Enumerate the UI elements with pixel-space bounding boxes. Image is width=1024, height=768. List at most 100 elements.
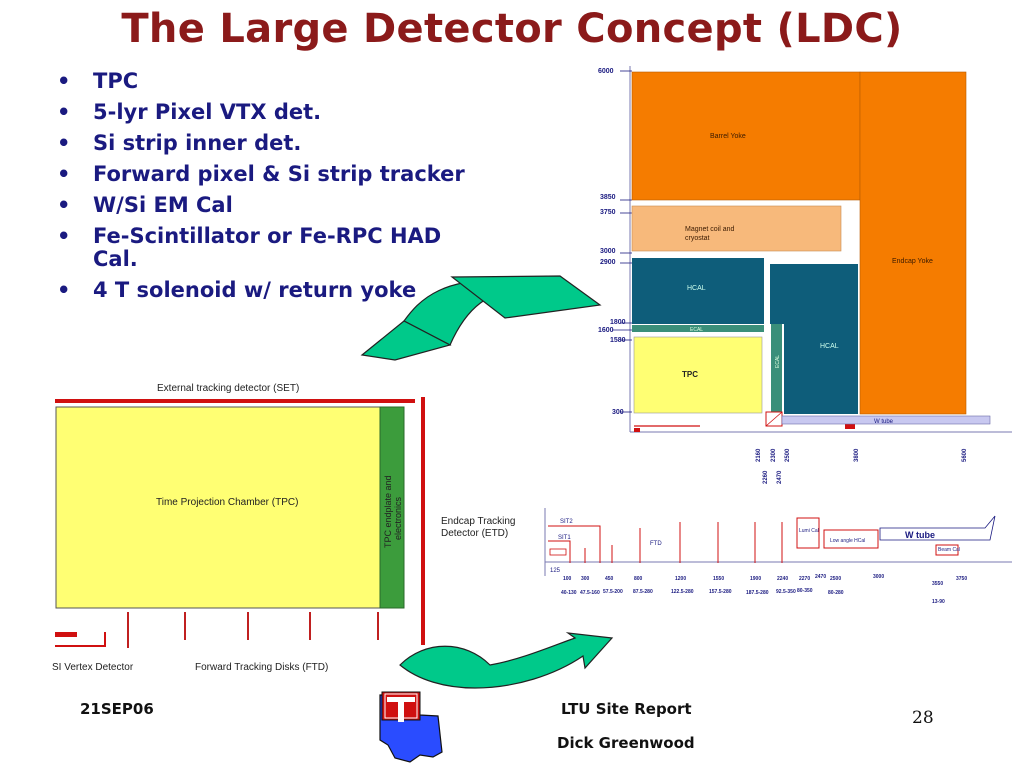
beam-cal-label: Beam Cal [938,547,960,553]
barrel-hcal [632,258,764,324]
etd-label-line1: Endcap Tracking [441,516,516,527]
vertex-detector-outer [55,632,106,647]
bullet-item: Forward pixel & Si strip tracker [55,163,475,187]
radial-tick-3000: 3000 [600,248,616,255]
endcap-ecal-label: ECAL [775,355,781,368]
endcap-yoke-label: Endcap Yoke [892,258,933,265]
forward-w-tube-label: W tube [905,530,935,540]
forward-w-tube [879,515,996,541]
footer-author: Dick Greenwood [557,734,695,752]
radial-ticks: 6000 3850 3750 3000 2900 1800 1600 1580 … [598,68,632,416]
bullet-item: TPC [55,70,475,94]
radial-tick-1800: 1800 [610,319,626,326]
r125-label: 125 [550,568,561,574]
z-bottom-7: 92.5-350 [776,589,796,595]
z-top-2270: 2270 [799,576,810,582]
lumi-cal [796,517,820,549]
tpc-label: TPC [682,370,698,379]
tpc-endplate [379,406,405,609]
bullet-item: Si strip inner det. [55,132,475,156]
z-top-2500: 2500 [830,576,841,582]
z-tick-5600: 5600 [962,448,968,462]
magnet-label-line1: Magnet coil and [685,226,735,233]
beam-cal [935,544,959,556]
radial-tick-3850: 3850 [600,194,616,201]
z-top-1550: 1550 [713,576,724,582]
low-angle-hcal-label: Low angle HCal [830,538,865,544]
z-top-1200: 1200 [675,576,686,582]
sit1-label: SIT1 [558,535,571,541]
endcap-hcal [770,264,858,414]
bullet-item: Fe-Scintillator or Fe-RPC HAD Cal. [55,225,475,271]
inner-tracking-view: External tracking detector (SET) Time Pr… [52,383,516,673]
curved-arrow-bottom [399,632,614,689]
forward-z-top: 100 300 450 800 1200 1550 1900 2240 2270… [563,574,967,587]
radial-tick-6000: 6000 [598,68,614,75]
z-top-3000: 3000 [873,574,884,580]
ftd-disks [127,612,379,648]
z-bottom-4: 122.5-280 [671,589,694,595]
z-top-450: 450 [605,576,614,582]
bullet-item: 5-lyr Pixel VTX det. [55,101,475,125]
curved-arrow-top-tail [360,320,452,361]
z-tick-2500: 2500 [785,448,791,462]
quadrant-view: 6000 3850 3750 3000 2900 1800 1600 1580 … [598,66,1012,484]
endcap-yoke [859,71,967,415]
vertex-detector-inner [55,632,77,637]
feature-list: TPC 5-lyr Pixel VTX det. Si strip inner … [55,70,475,310]
slide-title: The Large Detector Concept (LDC) [121,6,903,52]
radial-tick-1600: 1600 [598,327,614,334]
barrel-yoke-label: Barrel Yoke [710,133,746,140]
z-top-100: 100 [563,576,572,582]
barrel-ecal-label: ECAL [690,327,703,333]
magnet-coil [631,205,842,252]
radial-tick-2900: 2900 [600,259,616,266]
barrel-yoke [631,71,861,201]
endplate-label-line1: TPC endplate and [383,475,393,548]
radial-tick-1580: 1580 [610,337,626,344]
z-bottom-6: 187.5-280 [746,590,769,596]
forward-region-view: SIT2 SIT1 125 FTD Lumi Cal Low angle HCa… [544,508,1012,605]
sit2-label: SIT2 [560,519,573,525]
curved-arrow-top-head [450,275,602,319]
tpc-chamber-label: Time Projection Chamber (TPC) [156,497,298,508]
lumi-cal-label: Lumi Cal [799,528,819,534]
z-tick-2470: 2470 [777,470,783,484]
forward-ftd-label: FTD [650,541,662,547]
endcap-hcal-label: HCAL [820,343,839,350]
latech-logo [379,691,443,763]
z-tick-3800: 3800 [854,448,860,462]
z-bottom-2: 57.5-200 [603,589,623,595]
endcap-ecal [771,324,782,412]
low-angle-hcal [823,529,879,549]
z-top-2240: 2240 [777,576,788,582]
bullet-item: W/Si EM Cal [55,194,475,218]
z-top-1900: 1900 [750,576,761,582]
z-bottom-1: 47.5-160 [580,590,600,596]
footer-report: LTU Site Report [561,700,692,718]
barrel-hcal-label: HCAL [687,285,706,292]
z-top-800: 800 [634,576,643,582]
z-top-300: 300 [581,576,590,582]
forward-z-bottom: 40-130 47.5-160 57.5-200 87.5-280 122.5-… [561,588,945,605]
endplate-label-line2: electronics [393,496,403,540]
radial-tick-3750: 3750 [600,209,616,216]
z-top-3550: 3550 [932,581,943,587]
ftd-label: Forward Tracking Disks (FTD) [195,662,328,673]
z-top-2470: 2470 [815,574,826,580]
z-tick-2160: 2160 [756,448,762,462]
tpc-volume [633,336,763,414]
z-top-3750: 3750 [956,576,967,582]
vtx-box [549,548,567,556]
z-bottom-5: 157.5-280 [709,589,732,595]
z-bottom-0: 40-130 [561,590,577,596]
z-ticks: 2160 2260 2300 2470 2500 3800 5600 [756,448,968,484]
z-bottom-10: 13-90 [932,599,945,605]
z-bottom-9: 80-280 [828,590,844,596]
beam-cal-box [845,424,855,429]
z-tick-2300: 2300 [771,448,777,462]
footer-date: 21SEP06 [80,700,154,718]
z-bottom-3: 87.5-280 [633,589,653,595]
etd-label-line2: Detector (ETD) [441,528,508,539]
